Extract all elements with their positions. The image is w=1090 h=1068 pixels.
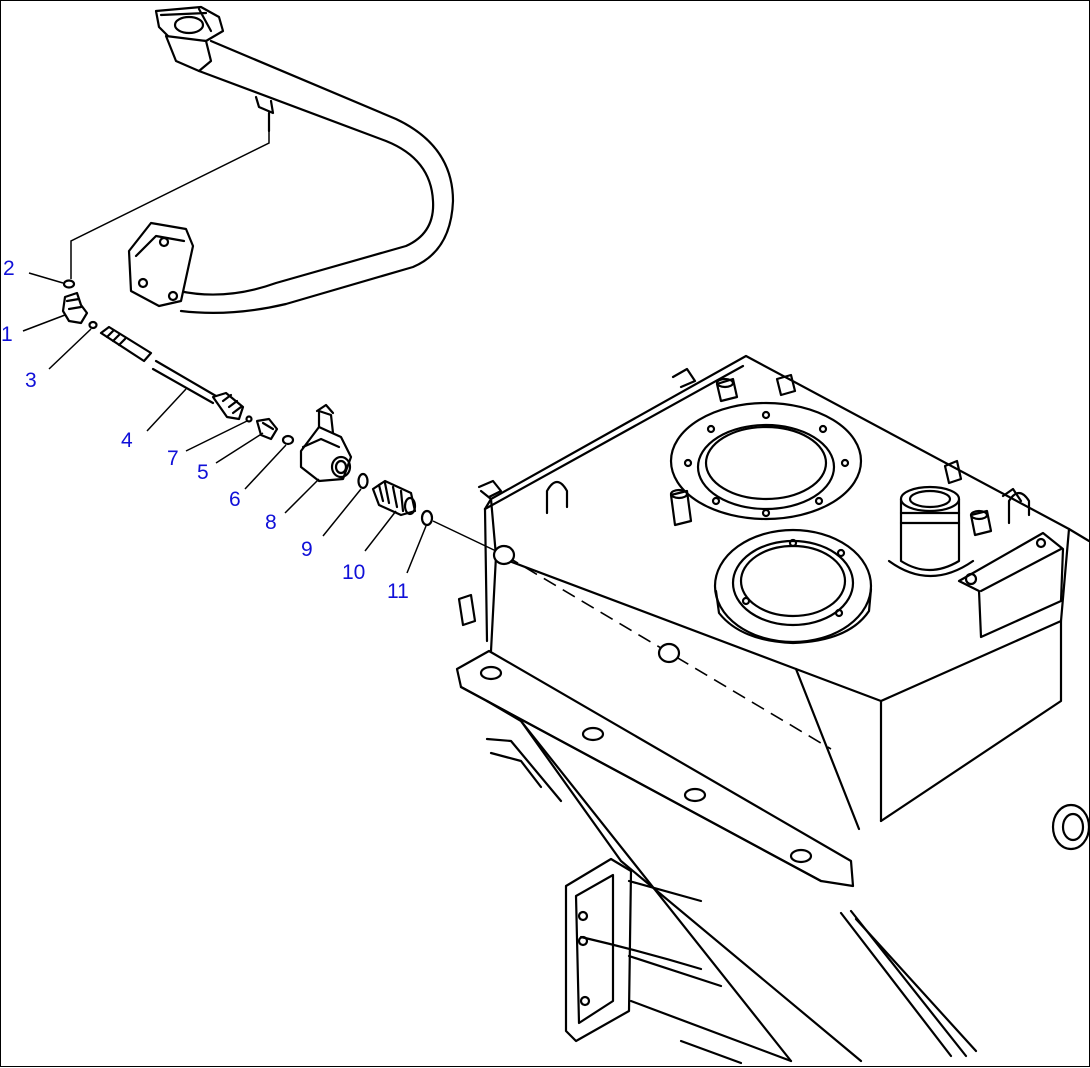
callout-1: 1: [1, 323, 13, 346]
callout-4: 4: [121, 429, 133, 452]
callout-2: 2: [3, 257, 15, 280]
callout-10: 10: [342, 561, 365, 584]
callout-3: 3: [25, 369, 37, 392]
pipe-assembly: [127, 5, 455, 314]
fitting-parts: [61, 279, 434, 527]
callout-9: 9: [301, 538, 313, 561]
callout-5: 5: [197, 461, 209, 484]
tank-structure: [455, 354, 1090, 1065]
callout-7: 7: [167, 447, 179, 470]
leader-pipe-to-2: [70, 131, 270, 279]
callout-6: 6: [229, 488, 241, 511]
callout-leaders: [22, 272, 427, 574]
callout-11: 11: [387, 580, 409, 603]
callout-8: 8: [265, 511, 277, 534]
callout-labels: 2 1 3 4 7 5 6 8 9 10 11: [1, 257, 409, 603]
